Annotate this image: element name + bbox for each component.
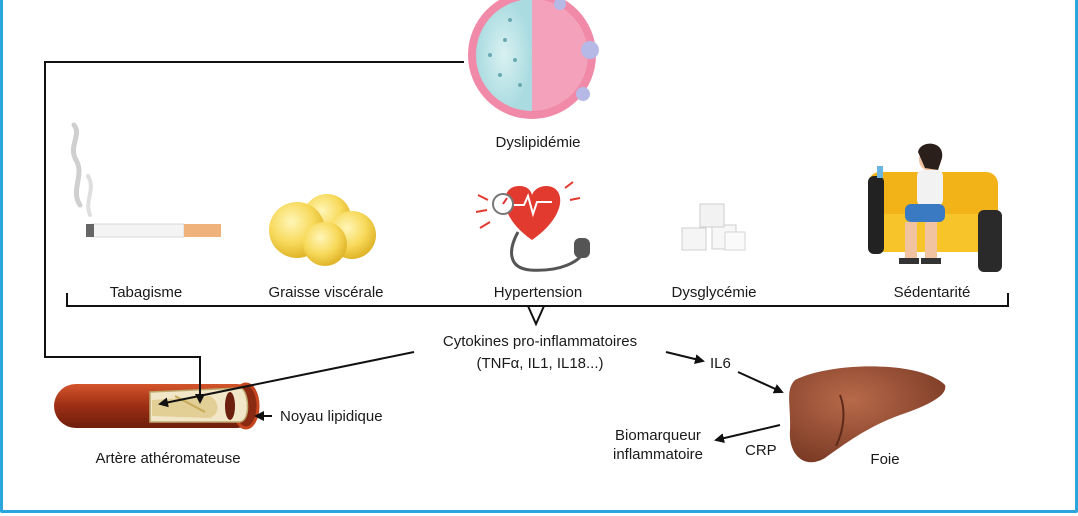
- sedentary-label: Sédentarité: [894, 284, 971, 301]
- cytokines-to-artery-arrow: [158, 351, 415, 408]
- liver-label: Foie: [870, 451, 899, 468]
- crp-label: CRP: [745, 442, 777, 459]
- sugar-cubes-icon: [681, 203, 746, 251]
- liver-to-biomarker-arrow: [714, 424, 781, 444]
- fat-cells-icon: [269, 194, 376, 266]
- cytokines-list-label: (TNFα, IL1, IL18...): [476, 355, 603, 372]
- artery-label: Artère athéromateuse: [95, 450, 240, 467]
- biomarker-label-2: inflammatoire: [613, 446, 703, 463]
- dyslipidemia-label: Dyslipidémie: [495, 134, 580, 151]
- smoking-label: Tabagisme: [110, 284, 183, 301]
- visceral-fat-label: Graisse viscérale: [268, 284, 383, 301]
- person-on-sofa-icon: [868, 143, 1002, 272]
- dysglycemia-label: Dysglycémie: [671, 284, 756, 301]
- bracket-pointer: [527, 305, 545, 327]
- cigarette-icon: [70, 122, 221, 238]
- il6-to-liver-arrow: [737, 371, 784, 394]
- lipid-core-label: Noyau lipidique: [280, 408, 383, 425]
- dyslipidemia-to-artery-line: [44, 61, 464, 404]
- cytokines-to-il6-arrow: [665, 351, 705, 364]
- liver-icon: [789, 366, 946, 463]
- il6-label: IL6: [710, 355, 731, 372]
- hypertension-label: Hypertension: [494, 284, 582, 301]
- risk-factors-bracket: [66, 293, 1009, 307]
- heart-blood-pressure-icon: [475, 181, 590, 272]
- lipoprotein-particle-icon: [468, 0, 599, 119]
- biomarker-label: Biomarqueur: [615, 427, 701, 444]
- cytokines-label: Cytokines pro-inflammatoires: [443, 333, 637, 350]
